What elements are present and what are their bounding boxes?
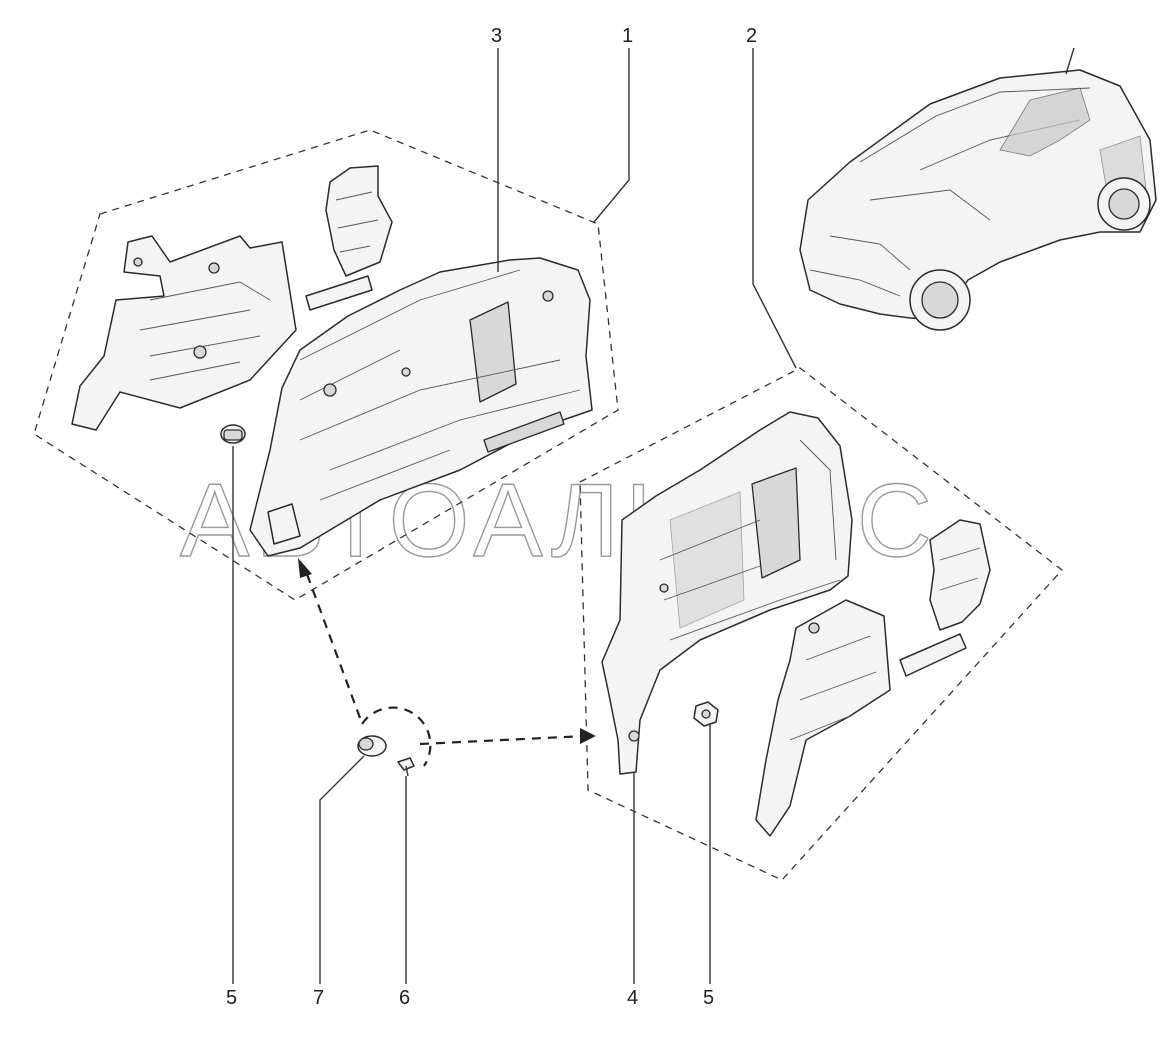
fastener-group-outline: [361, 706, 432, 767]
callout-1: 1: [622, 25, 633, 47]
clip-5-left: [220, 424, 246, 444]
callout-7: 7: [313, 987, 324, 1009]
callout-6: 6: [399, 987, 410, 1009]
left-assembly-boundary: [33, 129, 619, 601]
screw-6: [397, 757, 415, 777]
left-side-trim-panel: [249, 257, 593, 557]
arrow-to-left-trim: [298, 558, 362, 719]
callout-5-left: 5: [226, 987, 237, 1009]
arrow-to-right-trim: [419, 728, 596, 746]
leader-lines: [232, 48, 797, 984]
right-lower-pad: [755, 599, 891, 837]
vehicle-location-inset: [799, 47, 1157, 331]
left-rear-trim-pad: [71, 235, 297, 431]
clip-5-right: [693, 701, 719, 727]
right-side-trim-panel: [601, 411, 853, 775]
clip-7: [357, 735, 387, 757]
left-upper-pad: [305, 165, 393, 311]
right-upper-pad: [899, 519, 991, 677]
callout-5-right: 5: [703, 987, 714, 1009]
callout-3: 3: [491, 25, 502, 47]
callout-4: 4: [627, 987, 638, 1009]
callout-2: 2: [746, 25, 757, 47]
